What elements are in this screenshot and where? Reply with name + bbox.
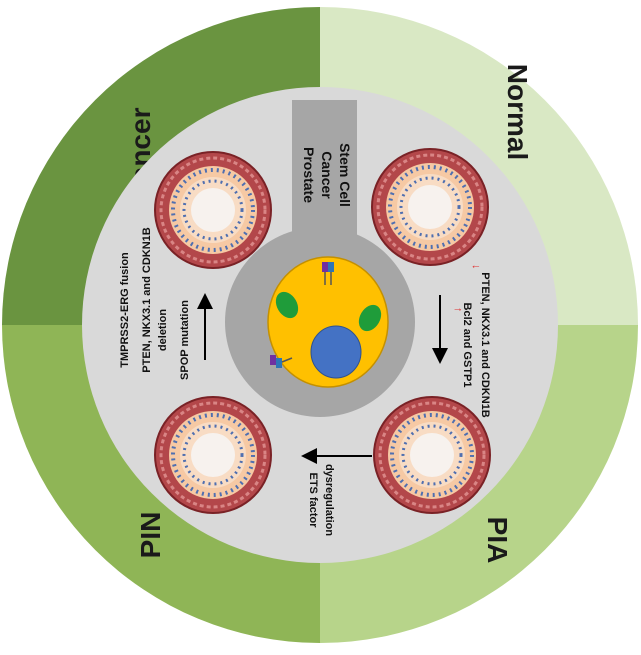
transition-pin-cancer-line4: TMPRSS2-ERG fusion [119,252,131,368]
stem-cell-column [292,100,357,250]
gland-icon-pin [153,395,273,515]
transition-pin-cancer-line3: PTEN, NKX3.1 and CDKN1B [141,227,153,373]
down-arrow-icon: ↓ [470,264,482,270]
stem-label-line1: Prostate [301,147,317,203]
transition-pia-pin-line2: dysregulation [323,464,335,536]
gland-icon-pia [372,395,492,515]
stage-label-pia: PIA [482,517,513,564]
stage-label-pin: PIN [135,512,166,559]
transition-pia-pin-line1: ETS factor [307,472,319,528]
up-arrow-icon: ↑ [452,307,464,313]
gland-icon-normal [370,147,490,267]
stage-label-normal: Normal [502,64,533,160]
transition-pin-cancer-line1: SPOP mutation [179,300,191,380]
stem-label-line2: Cancer [319,151,335,199]
transition-normal-pia-line1: Bcl2 and GSTP1 [461,303,473,388]
transition-pin-cancer-line2: deletion [157,309,169,351]
transition-normal-pia-line2: PTEN, NKX3.1 and CDKN1B [479,272,491,418]
gland-icon-cancer [153,150,273,270]
stem-label-line3: Stem Cell [337,143,353,207]
receptor-icon [270,262,382,368]
stem-cell-nucleus [310,325,362,379]
